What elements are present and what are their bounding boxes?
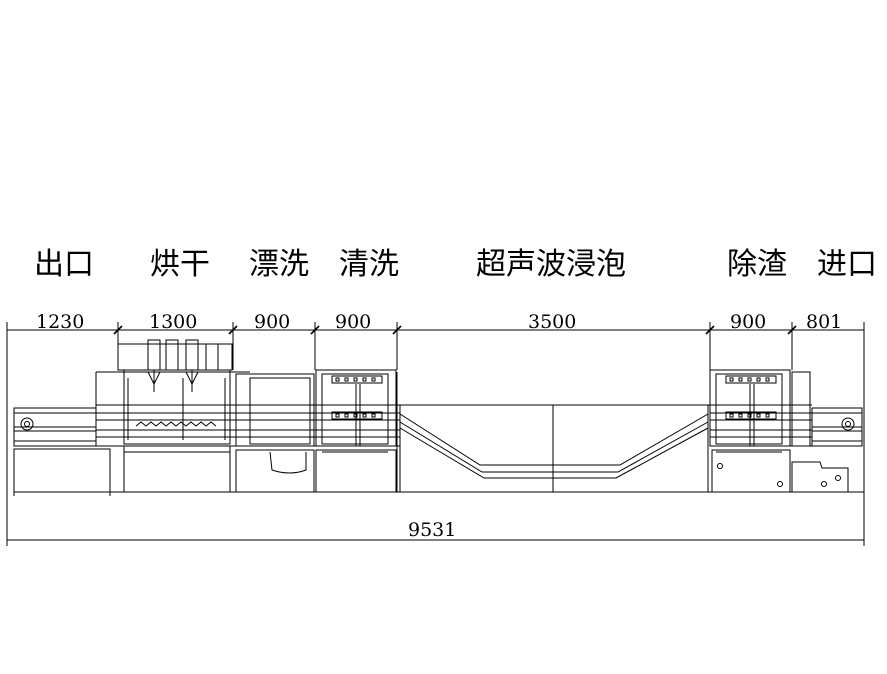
dim-cleaning: 900	[335, 311, 372, 333]
top-dimension-line	[6, 322, 865, 540]
dim-entrance: 801	[806, 311, 843, 333]
dim-drying: 1300	[149, 311, 198, 333]
bottom-dimension-line	[6, 420, 865, 546]
label-cleaning: 清洗	[339, 247, 399, 282]
label-entrance: 进口	[817, 247, 877, 282]
dim-ultrasonic: 3500	[528, 311, 577, 333]
cleaning-section	[315, 369, 397, 493]
dim-slag: 900	[730, 311, 767, 333]
drying-section	[117, 339, 233, 493]
label-ultrasonic-soak: 超声波浸泡	[476, 247, 626, 282]
dim-rinsing: 900	[254, 311, 291, 333]
label-drying: 烘干	[150, 247, 210, 282]
rinsing-section	[235, 373, 315, 493]
slag-removal-section	[709, 369, 791, 493]
label-slag-removal: 除渣	[727, 247, 787, 282]
label-rinsing: 漂洗	[249, 247, 309, 282]
dim-exit: 1230	[36, 311, 85, 333]
entrance-conveyor	[791, 371, 863, 493]
label-exit: 出口	[34, 247, 94, 282]
ultrasonic-tank	[396, 372, 710, 493]
tunnel-rails	[95, 371, 812, 447]
dim-total: 9531	[408, 519, 457, 541]
exit-conveyor	[13, 407, 111, 496]
